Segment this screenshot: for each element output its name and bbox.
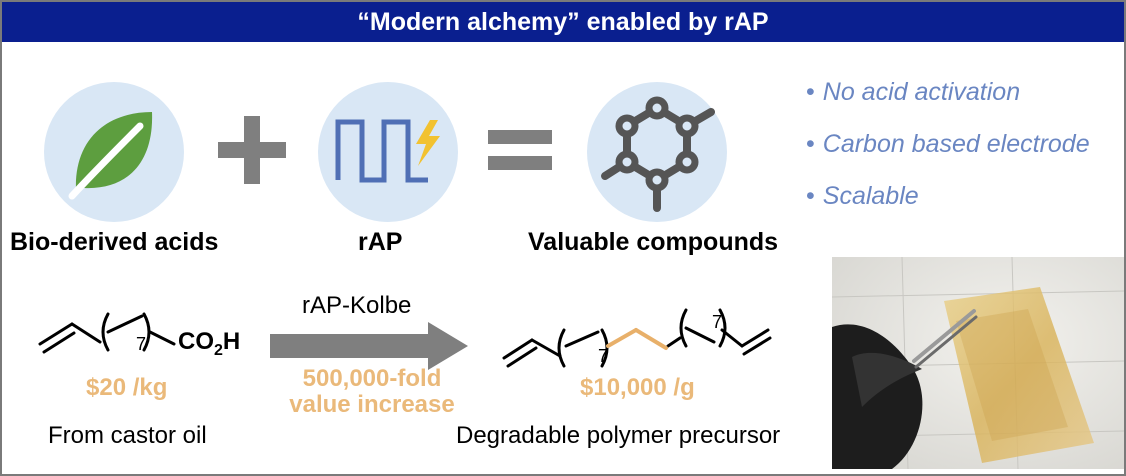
reaction-arrow — [270, 322, 468, 370]
reactant-acid-group: CO2H — [178, 328, 240, 360]
product-description: Degradable polymer precursor — [456, 422, 781, 449]
acid-sub: 2 — [214, 341, 223, 359]
advantage-item: •No acid activation — [806, 78, 1020, 107]
term2-label: rAP — [358, 228, 403, 256]
reactant-repeat-count: 7 — [136, 334, 147, 354]
banner-title: “Modern alchemy” enabled by rAP — [2, 2, 1124, 42]
advantage-text: Carbon based electrode — [822, 130, 1090, 158]
reactant-price: $20 /kg — [86, 374, 168, 401]
advantage-item: •Scalable — [806, 182, 919, 211]
leaf-circle — [44, 82, 184, 222]
value-line-1: 500,000-fold — [302, 365, 442, 392]
leaf-icon — [68, 112, 153, 200]
value-increase: 500,000-fold value increase — [274, 366, 470, 418]
equals-sign — [488, 130, 552, 170]
bullet-dot-icon: • — [806, 130, 815, 158]
product-price: $10,000 /g — [580, 374, 695, 401]
advantage-text: No acid activation — [822, 78, 1021, 106]
acid-h: H — [222, 328, 241, 355]
advantage-item: •Carbon based electrode — [806, 130, 1090, 159]
molecule-icon — [601, 96, 715, 212]
bullet-dot-icon: • — [806, 182, 815, 210]
rap-circle — [318, 82, 458, 222]
result-label: Valuable compounds — [528, 228, 779, 256]
molecule-circle — [587, 82, 727, 222]
bullet-dot-icon: • — [806, 78, 815, 106]
polymer-film-illustration — [832, 257, 1124, 469]
square-wave-lightning-icon — [335, 119, 440, 183]
product-repeat-right: 7 — [712, 312, 723, 332]
reactant-structure — [38, 312, 176, 354]
value-line-2: value increase — [289, 391, 455, 418]
advantage-text: Scalable — [822, 182, 919, 210]
arrow-label: rAP-Kolbe — [302, 292, 412, 319]
product-repeat-left: 7 — [598, 346, 609, 366]
plus-sign — [218, 116, 286, 184]
acid-co: CO — [178, 328, 214, 355]
polymer-film-photo — [832, 257, 1124, 469]
term1-label: Bio-derived acids — [10, 228, 219, 256]
product-structure — [502, 308, 772, 368]
reactant-source: From castor oil — [48, 422, 207, 449]
